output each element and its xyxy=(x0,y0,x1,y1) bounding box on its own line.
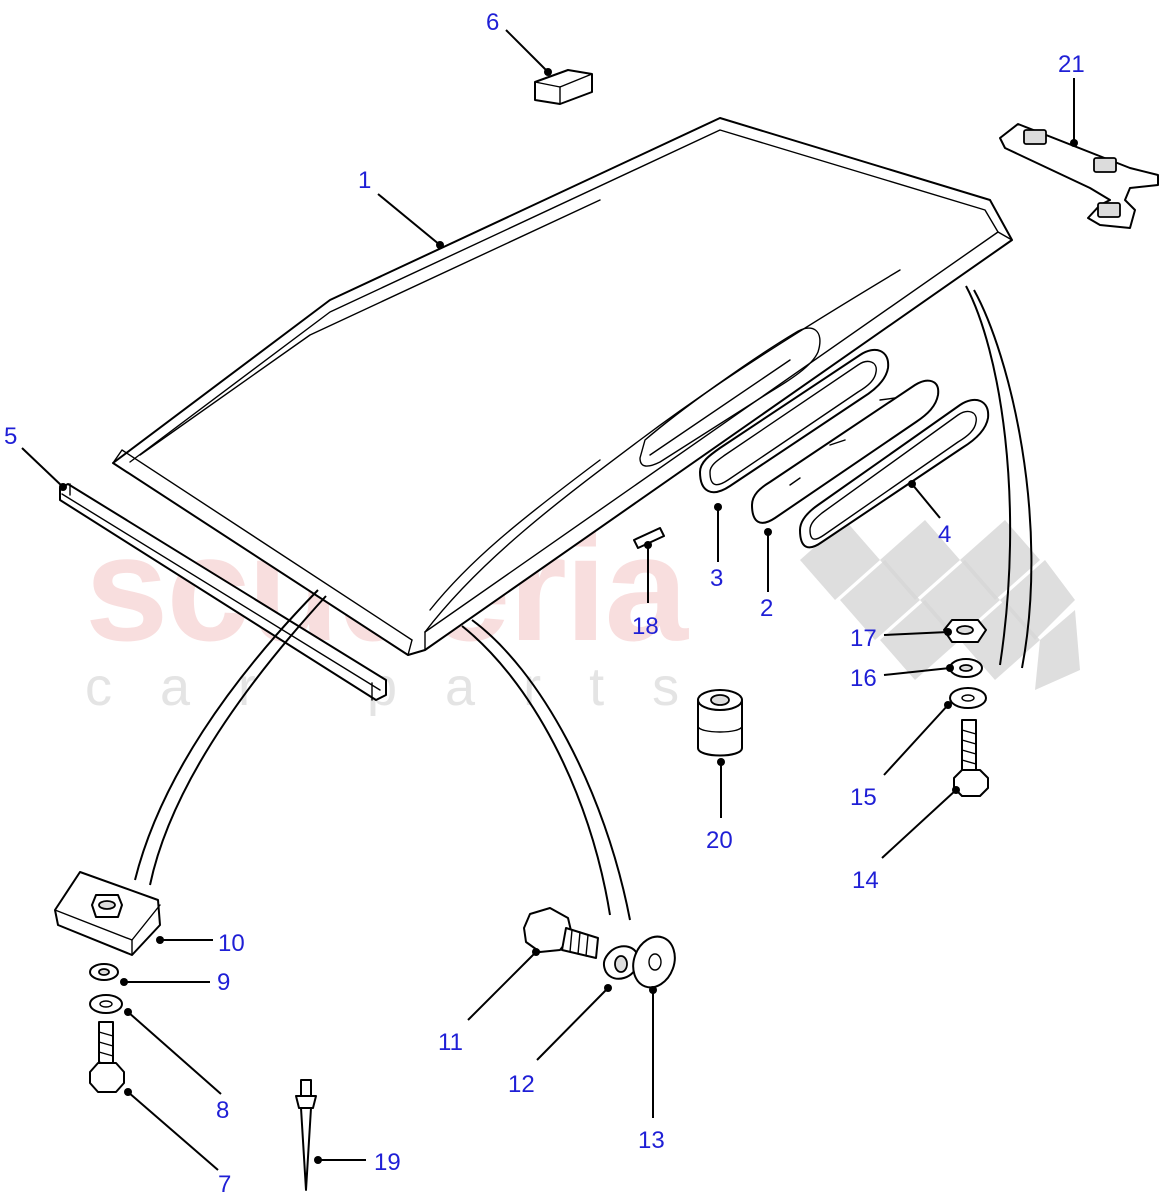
callout-7: 7 xyxy=(218,1171,231,1198)
leader-lines xyxy=(21,29,1078,1171)
bolt-right xyxy=(953,719,989,797)
callout-labels: 1 2 3 4 5 6 7 8 9 10 11 12 13 14 15 16 1… xyxy=(4,9,1085,1198)
callout-8: 8 xyxy=(216,1097,229,1124)
window-glass xyxy=(751,379,940,524)
callout-16: 16 xyxy=(850,665,877,692)
bush xyxy=(697,689,743,757)
callout-14: 14 xyxy=(852,867,879,894)
assembly-guide-lines xyxy=(134,285,1033,921)
checkered-flag-watermark xyxy=(800,520,1080,690)
callout-15: 15 xyxy=(850,784,877,811)
seal-strip xyxy=(59,483,387,701)
roof-panel xyxy=(112,117,1013,656)
callout-2: 2 xyxy=(760,595,773,622)
callout-19: 19 xyxy=(374,1149,401,1176)
callout-21: 21 xyxy=(1058,51,1085,78)
callout-6: 6 xyxy=(486,9,499,36)
spring-washer-center xyxy=(602,945,640,980)
callout-3: 3 xyxy=(710,565,723,592)
bolt-left xyxy=(89,1021,125,1093)
callout-18: 18 xyxy=(632,613,659,640)
rivet xyxy=(295,1079,317,1191)
callout-17: 17 xyxy=(850,625,877,652)
stud xyxy=(523,907,599,959)
window-seal-left xyxy=(699,348,890,494)
flat-washer-left xyxy=(89,994,123,1014)
nut-right xyxy=(943,619,987,643)
callout-5: 5 xyxy=(4,423,17,450)
flat-washer-right xyxy=(949,687,987,709)
callout-13: 13 xyxy=(638,1127,665,1154)
pin xyxy=(633,527,665,549)
bracket-plate xyxy=(999,123,1159,229)
callout-11: 11 xyxy=(438,1029,463,1056)
spring-washer-left xyxy=(89,963,119,981)
window-seal-right xyxy=(799,398,990,549)
flat-washer-center xyxy=(632,935,676,989)
callout-4: 4 xyxy=(938,521,951,548)
spring-washer-right xyxy=(949,658,983,678)
callout-9: 9 xyxy=(217,969,230,996)
callout-10: 10 xyxy=(218,930,245,957)
captive-nut-plate xyxy=(54,871,161,956)
callout-20: 20 xyxy=(706,827,733,854)
callout-1: 1 xyxy=(358,167,371,194)
callout-12: 12 xyxy=(508,1071,535,1098)
pad xyxy=(534,69,593,105)
watermark-tagline: car parts xyxy=(85,657,727,717)
